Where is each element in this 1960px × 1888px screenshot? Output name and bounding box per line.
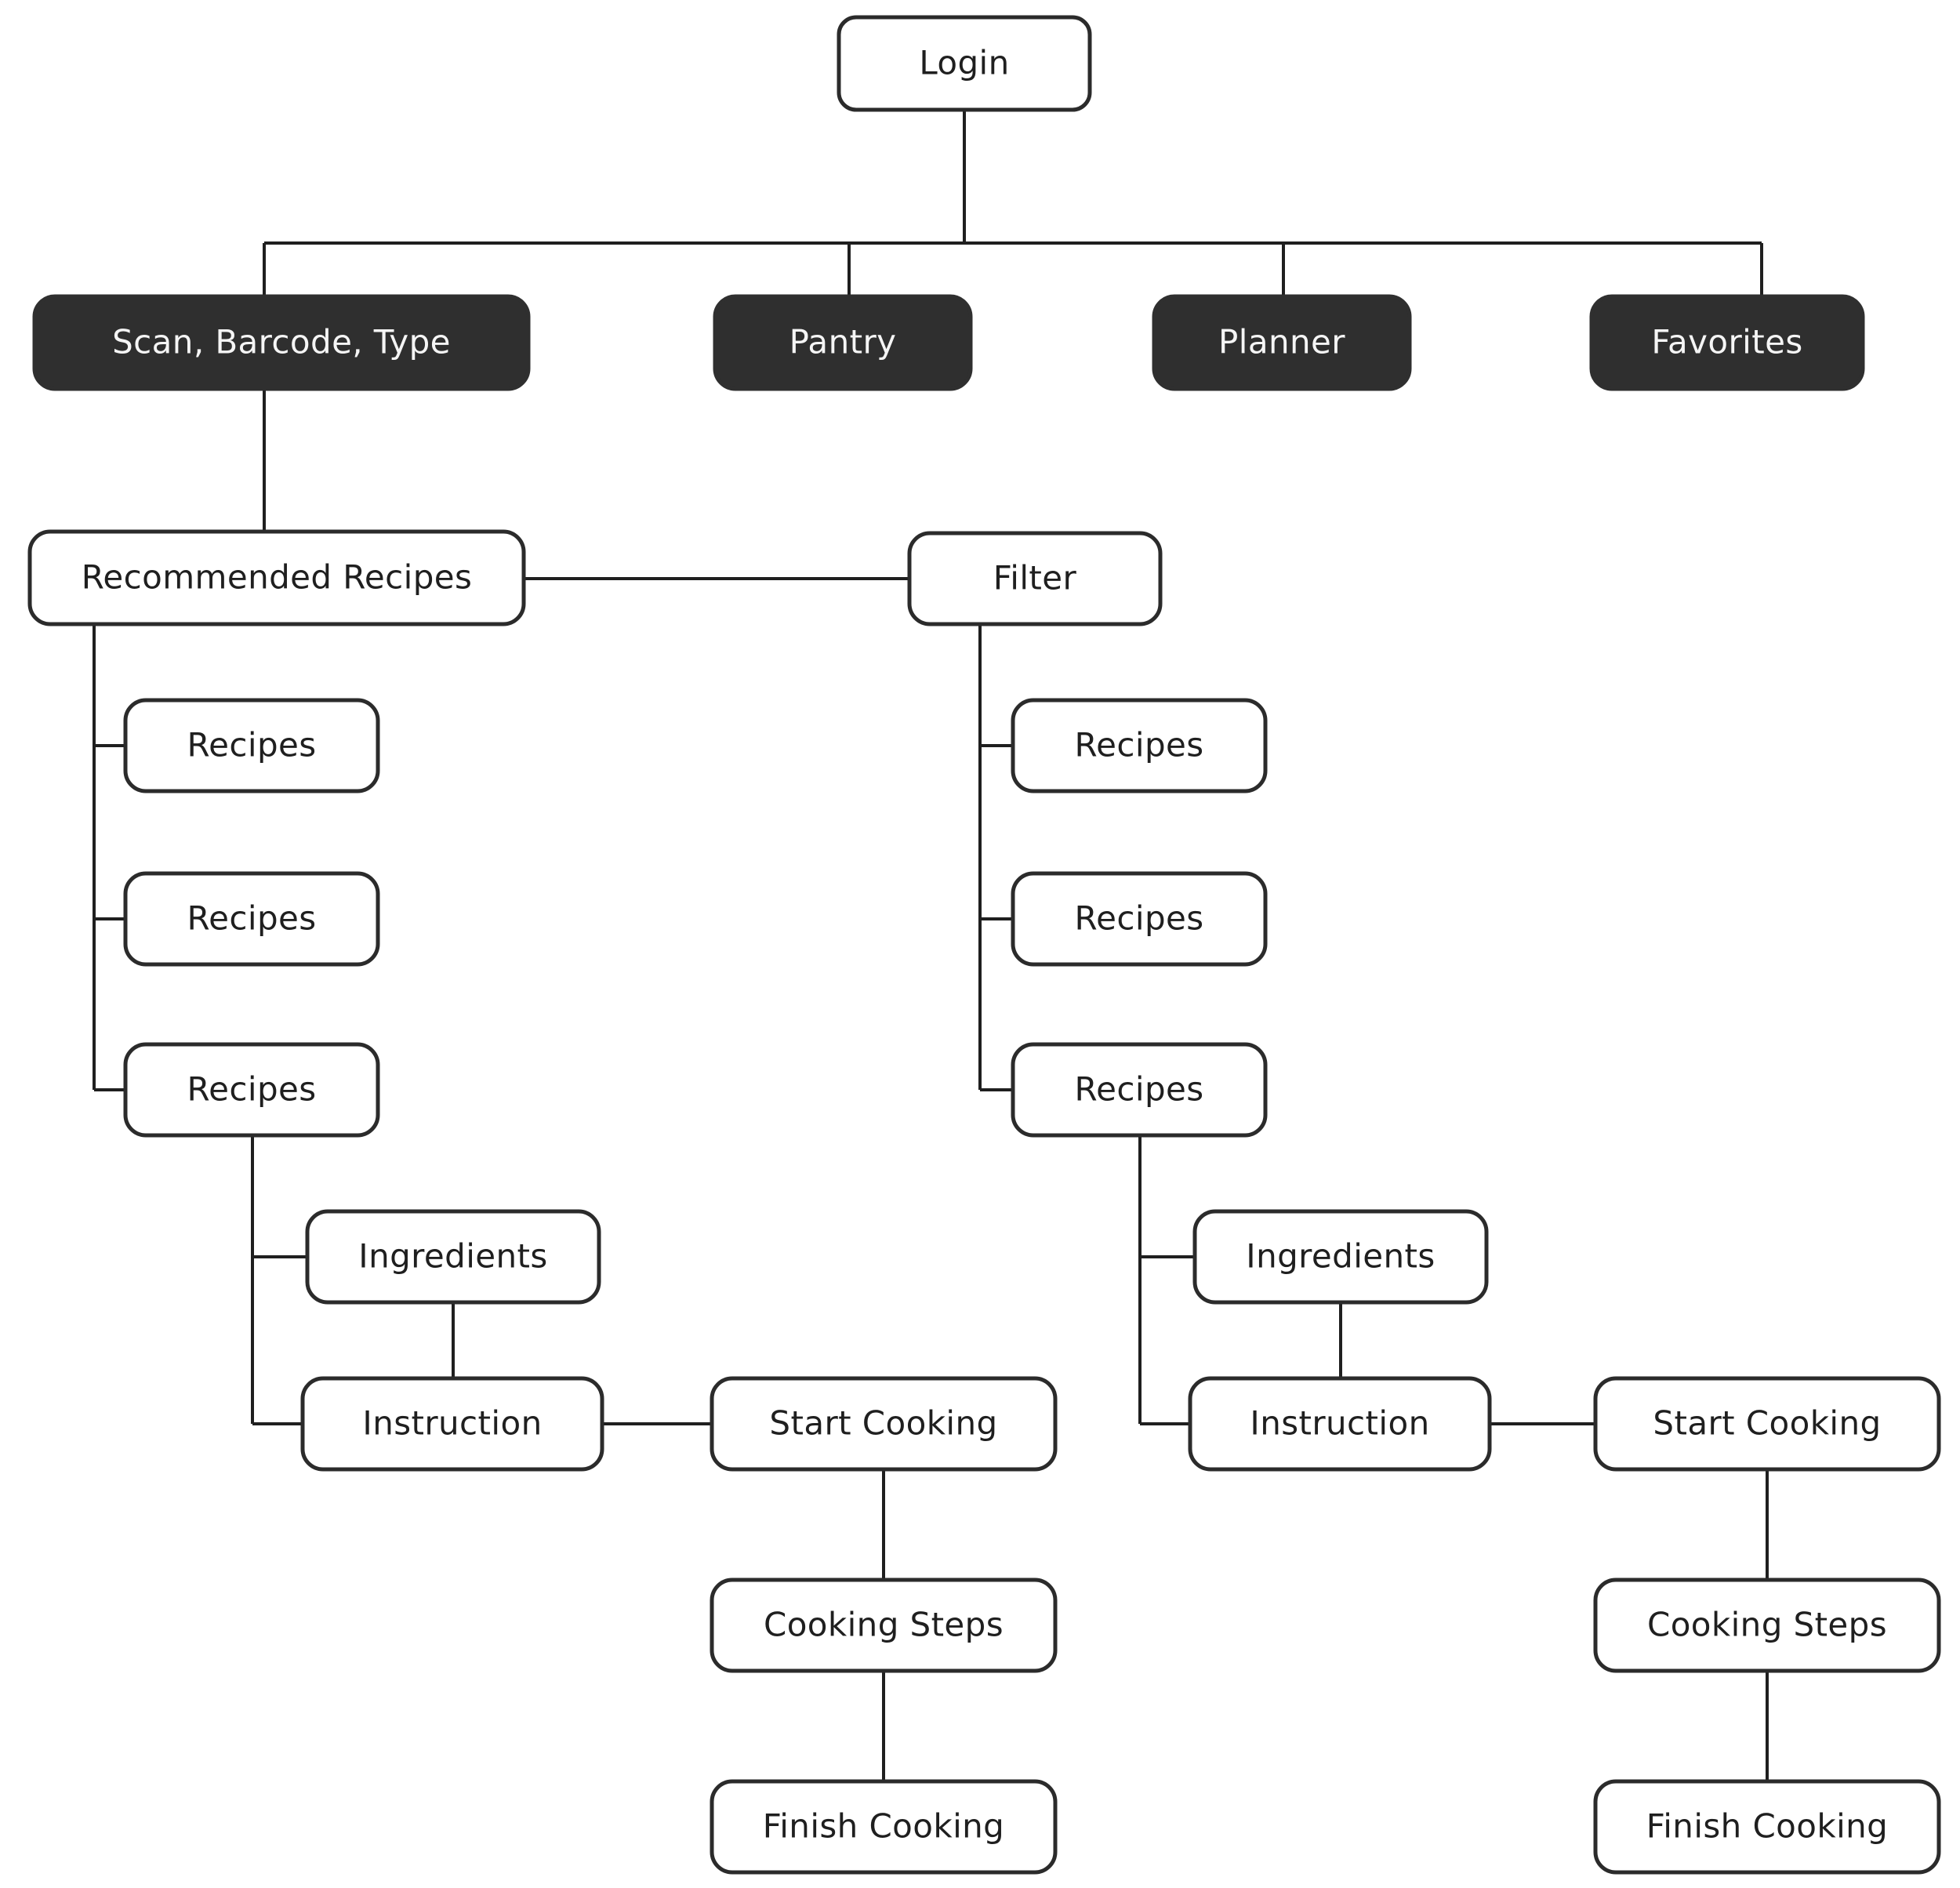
- node-rec-l3[interactable]: Recipes: [123, 1042, 380, 1138]
- node-favorites[interactable]: Favorites: [1589, 294, 1865, 391]
- node-label-ing-l: Ingredients: [358, 1237, 547, 1276]
- node-shape-scan[interactable]: [32, 294, 531, 391]
- node-shape-start-r[interactable]: [1593, 1376, 1941, 1472]
- node-shape-rec-r1[interactable]: [1011, 698, 1268, 793]
- node-shape-recommended[interactable]: [27, 529, 526, 626]
- node-finish-l[interactable]: Finish Cooking: [710, 1779, 1058, 1875]
- node-label-rec-r1: Recipes: [1074, 726, 1203, 764]
- node-label-rec-l2: Recipes: [187, 899, 316, 938]
- node-label-recommended: Recommended Recipes: [82, 558, 473, 597]
- node-shape-rec-l1[interactable]: [123, 698, 380, 793]
- node-shape-favorites[interactable]: [1589, 294, 1865, 391]
- node-label-rec-r3: Recipes: [1074, 1070, 1203, 1109]
- node-shape-ing-l[interactable]: [305, 1209, 601, 1305]
- node-label-rec-r2: Recipes: [1074, 899, 1203, 938]
- node-label-steps-r: Cooking Steps: [1647, 1606, 1887, 1644]
- node-rec-r1[interactable]: Recipes: [1011, 698, 1268, 793]
- node-shape-rec-l3[interactable]: [123, 1042, 380, 1138]
- edge-layer: [93, 110, 1769, 1781]
- node-label-planner: Planner: [1218, 323, 1345, 361]
- node-shape-filter[interactable]: [907, 531, 1163, 626]
- node-planner[interactable]: Planner: [1152, 294, 1412, 391]
- node-shape-finish-r[interactable]: [1593, 1779, 1941, 1875]
- node-shape-steps-l[interactable]: [710, 1578, 1058, 1673]
- node-label-ing-r: Ingredients: [1246, 1237, 1435, 1276]
- node-scan[interactable]: Scan, Barcode, Type: [32, 294, 531, 391]
- node-shape-ins-r[interactable]: [1188, 1376, 1492, 1472]
- node-filter[interactable]: Filter: [907, 531, 1163, 626]
- node-label-finish-l: Finish Cooking: [763, 1807, 1005, 1846]
- node-ing-r[interactable]: Ingredients: [1192, 1209, 1489, 1305]
- node-rec-l1[interactable]: Recipes: [123, 698, 380, 793]
- node-shape-pantry[interactable]: [713, 294, 973, 391]
- node-shape-steps-r[interactable]: [1593, 1578, 1941, 1673]
- node-label-filter: Filter: [993, 559, 1077, 597]
- node-shape-planner[interactable]: [1152, 294, 1412, 391]
- node-shape-rec-r3[interactable]: [1011, 1042, 1268, 1138]
- node-label-start-l: Start Cooking: [769, 1404, 997, 1443]
- node-label-finish-r: Finish Cooking: [1646, 1807, 1889, 1846]
- node-ins-l[interactable]: Instruction: [300, 1376, 604, 1472]
- node-label-login: Login: [919, 44, 1009, 82]
- node-label-start-r: Start Cooking: [1653, 1404, 1881, 1443]
- node-shape-finish-l[interactable]: [710, 1779, 1058, 1875]
- node-steps-r[interactable]: Cooking Steps: [1593, 1578, 1941, 1673]
- node-finish-r[interactable]: Finish Cooking: [1593, 1779, 1941, 1875]
- node-start-r[interactable]: Start Cooking: [1593, 1376, 1941, 1472]
- node-rec-r2[interactable]: Recipes: [1011, 871, 1268, 967]
- node-shape-start-l[interactable]: [710, 1376, 1058, 1472]
- node-label-rec-l1: Recipes: [187, 726, 316, 764]
- node-ins-r[interactable]: Instruction: [1188, 1376, 1492, 1472]
- node-label-pantry: Pantry: [789, 323, 897, 361]
- node-label-rec-l3: Recipes: [187, 1070, 316, 1109]
- node-recommended[interactable]: Recommended Recipes: [27, 529, 526, 626]
- node-shape-ins-l[interactable]: [300, 1376, 604, 1472]
- node-shape-login[interactable]: [837, 15, 1092, 112]
- node-start-l[interactable]: Start Cooking: [710, 1376, 1058, 1472]
- node-login[interactable]: Login: [837, 15, 1092, 112]
- node-ing-l[interactable]: Ingredients: [305, 1209, 601, 1305]
- node-shape-ing-r[interactable]: [1192, 1209, 1489, 1305]
- node-label-steps-l: Cooking Steps: [764, 1606, 1004, 1644]
- node-shape-rec-r2[interactable]: [1011, 871, 1268, 967]
- node-steps-l[interactable]: Cooking Steps: [710, 1578, 1058, 1673]
- node-shape-rec-l2[interactable]: [123, 871, 380, 967]
- node-pantry[interactable]: Pantry: [713, 294, 973, 391]
- node-rec-r3[interactable]: Recipes: [1011, 1042, 1268, 1138]
- node-label-scan: Scan, Barcode, Type: [112, 323, 451, 361]
- node-label-ins-r: Instruction: [1250, 1404, 1429, 1443]
- node-label-ins-l: Instruction: [362, 1404, 542, 1443]
- node-rec-l2[interactable]: Recipes: [123, 871, 380, 967]
- node-label-favorites: Favorites: [1651, 323, 1802, 361]
